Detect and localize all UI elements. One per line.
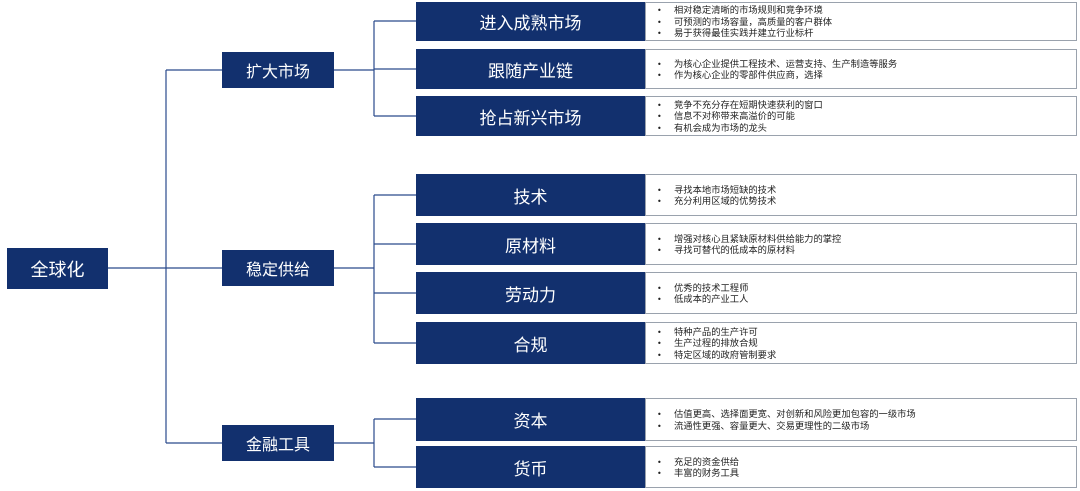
- bullet-text: 增强对核心且紧缺原材料供给能力的掌控: [657, 234, 1068, 246]
- item-currency: 货币: [416, 446, 645, 488]
- item-description: 寻找本地市场短缺的技术 充分利用区域的优势技术: [645, 174, 1077, 216]
- bullet-text: 特定区域的政府管制要求: [657, 350, 1068, 362]
- category-label: 稳定供给: [245, 260, 310, 279]
- item-label: 货币: [513, 459, 548, 480]
- item-description: 充足的资金供给 丰富的财务工具: [645, 446, 1077, 488]
- category-label: 扩大市场: [245, 62, 310, 81]
- bullet-text: 易于获得最佳实践并建立行业标杆: [657, 28, 1068, 40]
- category-stable-supply: 稳定供给: [222, 250, 334, 286]
- item-raw-materials: 原材料: [416, 223, 645, 265]
- item-description: 为核心企业提供工程技术、运营支持、生产制造等服务 作为核心企业的零部件供应商，选…: [645, 49, 1077, 89]
- item-label: 原材料: [505, 236, 556, 257]
- category-expand-market: 扩大市场: [222, 52, 334, 88]
- item-description: 相对稳定清晰的市场规则和竞争环境 可预测的市场容量，高质量的客户群体 易于获得最…: [645, 2, 1077, 41]
- bullet-text: 寻找可替代的低成本的原材料: [657, 245, 1068, 257]
- bullet-text: 为核心企业提供工程技术、运营支持、生产制造等服务: [657, 59, 1068, 71]
- item-label: 跟随产业链: [488, 61, 573, 82]
- bullet-text: 充足的资金供给: [657, 457, 1068, 469]
- bullet-text: 估值更高、选择面更宽、对创新和风险更加包容的一级市场: [657, 409, 1068, 421]
- item-description: 估值更高、选择面更宽、对创新和风险更加包容的一级市场 流通性更强、容量更大、交易…: [645, 398, 1077, 441]
- category-label: 金融工具: [245, 435, 310, 454]
- bullet-text: 作为核心企业的零部件供应商，选择: [657, 70, 1068, 82]
- item-description: 增强对核心且紧缺原材料供给能力的掌控 寻找可替代的低成本的原材料: [645, 223, 1077, 265]
- item-label: 资本: [513, 412, 548, 432]
- root-label: 全球化: [30, 259, 85, 281]
- item-label: 进入成熟市场: [479, 14, 582, 34]
- bullet-text: 低成本的产业工人: [657, 294, 1068, 306]
- bullet-text: 充分利用区域的优势技术: [657, 196, 1068, 208]
- item-capital: 资本: [416, 398, 645, 441]
- bullet-text: 竞争不充分存在短期快速获利的窗口: [657, 100, 1068, 112]
- item-label: 劳动力: [505, 285, 556, 306]
- bullet-text: 丰富的财务工具: [657, 468, 1068, 480]
- category-financial-tools: 金融工具: [222, 425, 334, 461]
- item-label: 抢占新兴市场: [479, 108, 582, 129]
- item-label: 合规: [513, 335, 548, 356]
- item-mature-market: 进入成熟市场: [416, 2, 645, 41]
- item-labor: 劳动力: [416, 272, 645, 314]
- bullet-text: 优秀的技术工程师: [657, 283, 1068, 295]
- bullet-text: 寻找本地市场短缺的技术: [657, 185, 1068, 197]
- bullet-text: 可预测的市场容量，高质量的客户群体: [657, 17, 1068, 29]
- item-description: 竞争不充分存在短期快速获利的窗口 信息不对称带来高溢价的可能 有机会成为市场的龙…: [645, 96, 1077, 136]
- bullet-text: 流通性更强、容量更大、交易更理性的二级市场: [657, 421, 1068, 433]
- item-description: 特种产品的生产许可 生产过程的排放合规 特定区域的政府管制要求: [645, 322, 1077, 364]
- bullet-text: 相对稳定清晰的市场规则和竞争环境: [657, 5, 1068, 17]
- item-compliance: 合规: [416, 322, 645, 364]
- root-node: 全球化: [7, 248, 108, 289]
- item-emerging-market: 抢占新兴市场: [416, 96, 645, 136]
- item-description: 优秀的技术工程师 低成本的产业工人: [645, 272, 1077, 314]
- item-technology: 技术: [416, 174, 645, 216]
- bullet-text: 信息不对称带来高溢价的可能: [657, 111, 1068, 123]
- bullet-text: 有机会成为市场的龙头: [657, 123, 1068, 135]
- bullet-text: 特种产品的生产许可: [657, 327, 1068, 339]
- item-follow-industry-chain: 跟随产业链: [416, 49, 645, 89]
- item-label: 技术: [513, 187, 548, 208]
- bullet-text: 生产过程的排放合规: [657, 338, 1068, 350]
